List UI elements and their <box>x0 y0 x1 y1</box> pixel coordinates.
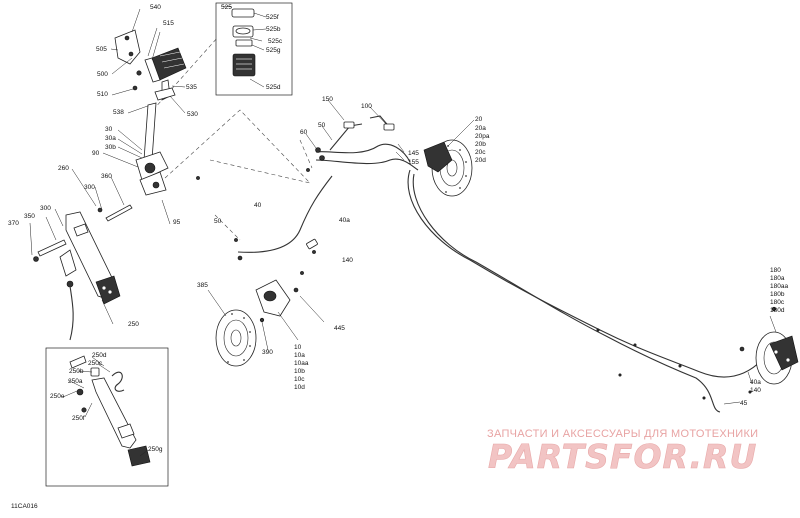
dashed-guide-line <box>164 109 311 184</box>
watermark-subtitle: ЗАПЧАСТИ И АКСЕССУАРЫ ДЛЯ МОТОТЕХНИКИ <box>487 428 758 440</box>
part-label: 525d <box>266 84 281 91</box>
part-label: 250d <box>92 352 107 359</box>
part-label: 260 <box>58 165 69 172</box>
part-label: 30a <box>105 135 116 142</box>
part-label: 250b <box>69 368 84 375</box>
part-label: 145 <box>408 150 419 157</box>
part-label: 60 <box>300 129 308 136</box>
part-label: 525c <box>268 38 283 45</box>
part-label: 20a <box>475 125 486 132</box>
part-label: 40 <box>254 202 262 209</box>
part-label: 370 <box>8 220 19 227</box>
part-label: 20pa <box>475 133 490 140</box>
part-label: 30 <box>105 126 113 133</box>
watermark-brand: PARTSFOR.RU <box>488 437 757 476</box>
part-label: 45 <box>740 400 748 407</box>
part-label: 140 <box>342 257 353 264</box>
part-label: 10c <box>294 376 305 383</box>
part-label: 50 <box>214 218 222 225</box>
part-label: 40a <box>750 379 761 386</box>
part-label: 300 <box>84 184 95 191</box>
part-label: 180a <box>770 275 785 282</box>
part-label: 180aa <box>770 283 788 290</box>
front-right-brake <box>423 139 473 197</box>
rear-brake <box>755 306 799 385</box>
part-label: 385 <box>197 282 208 289</box>
pedal-detail <box>69 355 151 467</box>
part-label: 538 <box>113 109 124 116</box>
part-label: 20c <box>475 149 486 156</box>
part-label: 510 <box>97 91 108 98</box>
detail-box-pedal <box>45 347 169 487</box>
part-label: 525g <box>266 47 281 54</box>
part-label: 20 <box>475 116 483 123</box>
part-label: 250f <box>72 415 85 422</box>
part-label: 525b <box>266 26 281 33</box>
part-label: 180d <box>770 307 785 314</box>
part-label: 180 <box>770 267 781 274</box>
detail-box-switch <box>215 2 293 96</box>
part-label: 140 <box>750 387 761 394</box>
part-label: 155 <box>408 159 419 166</box>
part-label: 100 <box>361 103 372 110</box>
part-label: 20d <box>475 157 486 164</box>
rear-brake-lines <box>237 115 763 413</box>
part-label: 95 <box>173 219 181 226</box>
part-label: 515 <box>163 20 174 27</box>
part-label: 10b <box>294 368 305 375</box>
part-label: 350 <box>24 213 35 220</box>
pedal-hardware <box>33 204 133 341</box>
part-label: 20b <box>475 141 486 148</box>
part-label: 90 <box>92 150 100 157</box>
ecu-module <box>144 47 187 83</box>
part-label: 445 <box>334 325 345 332</box>
part-label: 10aa <box>294 360 309 367</box>
part-label: 40a <box>339 217 350 224</box>
part-label: 10 <box>294 344 302 351</box>
part-label: 525f <box>266 14 279 21</box>
part-label: 505 <box>96 46 107 53</box>
part-label: 10a <box>294 352 305 359</box>
part-label: 250 <box>128 321 139 328</box>
part-label: 250e <box>50 393 65 400</box>
diagram-code: 11CA016 <box>11 503 38 510</box>
switch-assembly <box>231 8 256 77</box>
part-label: 535 <box>186 84 197 91</box>
part-label: 50 <box>318 122 326 129</box>
part-label: 180b <box>770 291 785 298</box>
part-label: 180c <box>770 299 785 306</box>
part-label: 525 <box>221 4 232 11</box>
part-label: 250c <box>88 360 103 367</box>
part-label: 360 <box>101 173 112 180</box>
part-label: 300 <box>40 205 51 212</box>
brake-fittings <box>234 121 752 400</box>
brake-pedal <box>65 211 121 305</box>
part-label: 250a <box>68 378 83 385</box>
part-label: 390 <box>262 349 273 356</box>
part-label: 540 <box>150 4 161 11</box>
part-label: 500 <box>97 71 108 78</box>
part-label: 530 <box>187 111 198 118</box>
part-label: 10d <box>294 384 305 391</box>
mounting-bracket <box>114 29 176 101</box>
part-label: 250g <box>148 446 163 453</box>
part-label: 150 <box>322 96 333 103</box>
part-label: 30b <box>105 144 116 151</box>
master-cylinder <box>135 102 200 196</box>
dashed-guide-line <box>214 214 241 241</box>
front-left-brake <box>215 271 304 367</box>
dashed-guide-line <box>299 139 313 169</box>
